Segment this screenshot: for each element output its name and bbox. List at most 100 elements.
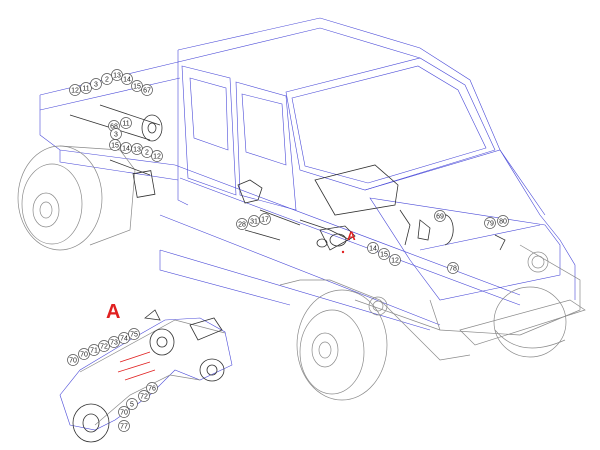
- callout-balloon: [138, 390, 150, 402]
- callout-number: 73: [110, 339, 118, 346]
- callout-inset-2: 71: [88, 344, 100, 356]
- callout-inset-11: 77: [118, 420, 130, 432]
- callout-rear-top-0: 12: [69, 84, 81, 96]
- callout-number: 70: [120, 409, 128, 416]
- callout-balloon: [447, 262, 459, 274]
- callout-number: 11: [122, 120, 129, 127]
- callout-front-4: 15: [378, 248, 390, 260]
- callout-rear-mid-7: 12: [151, 150, 163, 162]
- callout-balloon: [367, 242, 379, 254]
- callout-balloon: [78, 348, 90, 360]
- callout-balloon: [111, 69, 123, 81]
- callout-rear-mid-3: 15: [109, 139, 121, 151]
- callout-balloon: [120, 117, 132, 129]
- callout-mid-2: 17: [259, 213, 271, 225]
- callout-inset-7: 76: [146, 382, 158, 394]
- callout-inset-1: 70: [78, 348, 90, 360]
- callout-number: 70: [80, 351, 88, 358]
- callout-inset-10: 70: [118, 406, 130, 418]
- callout-number: 3: [114, 131, 118, 138]
- callout-rear-top-2: 3: [90, 78, 102, 90]
- callout-number: 11: [82, 85, 89, 92]
- callout-number: 14: [123, 76, 131, 83]
- callout-number: 77: [120, 423, 128, 430]
- callout-front-5: 12: [389, 254, 401, 266]
- callout-rear-mid-4: 14: [120, 142, 132, 154]
- callout-front-1: 79: [484, 217, 496, 229]
- callout-rear-mid-2: 3: [110, 128, 122, 140]
- callout-balloon: [67, 354, 79, 366]
- callout-balloon: [151, 150, 163, 162]
- drive-shaft-assembly: [237, 179, 356, 251]
- callout-front-0: 69: [434, 210, 446, 222]
- callout-balloon: [497, 215, 509, 227]
- engine-component: [314, 164, 506, 251]
- rear-axle-assembly: [69, 104, 163, 198]
- callout-number: 74: [120, 335, 128, 342]
- callout-balloon: [109, 139, 121, 151]
- callout-number: 28: [238, 221, 246, 228]
- callout-number: 70: [69, 357, 77, 364]
- callout-balloon: [236, 218, 248, 230]
- callout-number: 15: [111, 142, 119, 149]
- front-wheel-right: [493, 286, 567, 358]
- callout-number: 80: [499, 218, 507, 225]
- callout-number: 69: [436, 213, 444, 220]
- callout-number: 5: [130, 401, 134, 408]
- callout-number: 78: [449, 265, 457, 272]
- callout-number: 17: [261, 216, 269, 223]
- callout-number: 75: [130, 331, 138, 338]
- callout-balloon: [118, 420, 130, 432]
- callout-balloon: [121, 73, 133, 85]
- callout-number: 3: [94, 81, 98, 88]
- callout-number: 67: [143, 87, 151, 94]
- callout-balloon: [248, 215, 260, 227]
- callout-inset-8: 72: [138, 390, 150, 402]
- callout-balloon: [146, 382, 158, 394]
- callout-inset-5: 74: [118, 332, 130, 344]
- callout-rear-top-4: 13: [111, 69, 123, 81]
- callout-number: 13: [113, 72, 121, 79]
- transfer-case-inset: [59, 309, 233, 443]
- callout-number: 12: [71, 87, 79, 94]
- callout-balloon: [128, 328, 140, 340]
- callout-inset-9: 5: [126, 398, 138, 410]
- callout-balloon: [141, 146, 153, 158]
- callout-inset-4: 73: [108, 336, 120, 348]
- callout-number: 71: [90, 347, 98, 354]
- callout-rear-top-1: 11: [80, 82, 92, 94]
- callout-number: 15: [380, 251, 388, 258]
- callout-number: 72: [140, 393, 148, 400]
- callout-rear-mid-1: 11: [120, 117, 132, 129]
- callout-inset-6: 75: [128, 328, 140, 340]
- callout-balloon: [131, 80, 143, 92]
- callout-balloon: [98, 340, 110, 352]
- callout-balloon: [118, 332, 130, 344]
- callout-balloon: [69, 84, 81, 96]
- callout-rear-top-7: 67: [141, 84, 153, 96]
- callout-rear-mid-5: 13: [131, 143, 143, 155]
- callout-balloon: [118, 406, 130, 418]
- callout-number: 68: [110, 123, 118, 130]
- callout-number: 2: [145, 149, 149, 156]
- truck-body: [39, 17, 586, 361]
- callout-number: 31: [250, 218, 258, 225]
- callout-number: 13: [133, 146, 141, 153]
- front-wheel-left: [296, 289, 388, 401]
- callout-number: 12: [153, 153, 161, 160]
- callout-front-2: 80: [497, 215, 509, 227]
- callout-balloon: [90, 78, 102, 90]
- callout-balloon: [126, 398, 138, 410]
- callout-balloon: [389, 254, 401, 266]
- callout-number: 12: [391, 257, 399, 264]
- callout-number: 15: [133, 83, 141, 90]
- callout-rear-top-3: 2: [101, 73, 113, 85]
- callout-balloon: [484, 217, 496, 229]
- callout-balloon: [141, 84, 153, 96]
- callout-mid-1: 31: [248, 215, 260, 227]
- callout-number: 14: [369, 245, 377, 252]
- callout-balloon: [259, 213, 271, 225]
- callout-rear-mid-6: 2: [141, 146, 153, 158]
- callout-rear-top-6: 15: [131, 80, 143, 92]
